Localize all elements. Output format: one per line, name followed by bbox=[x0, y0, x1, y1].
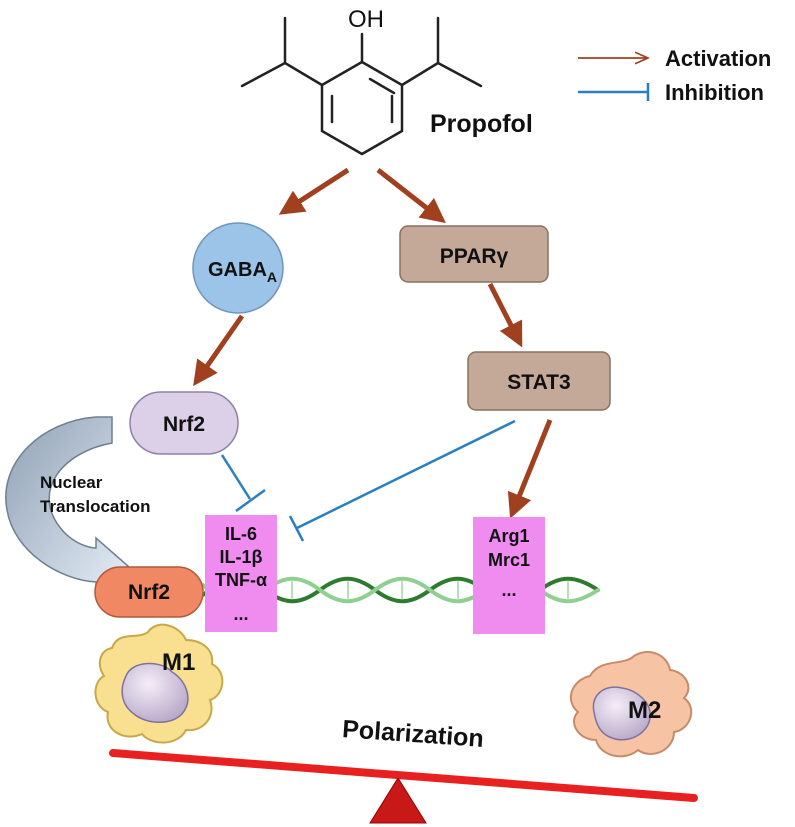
m2-macrophage-cell bbox=[569, 651, 693, 758]
m2-gene: Arg1 bbox=[488, 526, 529, 546]
m1-gene: ... bbox=[233, 604, 248, 624]
inhibition-bar-nrf2 bbox=[235, 488, 266, 513]
activation-legend-label: Activation bbox=[665, 46, 771, 71]
inhibition-stat3-to-m1-genes bbox=[296, 419, 516, 530]
inhibition-bar-stat3 bbox=[288, 515, 305, 542]
m1-gene-box bbox=[205, 515, 277, 632]
nrf2-nucleus-node bbox=[94, 566, 204, 618]
m2-gene-box bbox=[473, 517, 545, 634]
ppar-gamma-node bbox=[399, 225, 549, 283]
m1-gene: TNF-α bbox=[215, 570, 267, 590]
arrow-gaba-to-nrf2 bbox=[193, 314, 245, 387]
activation-arrows bbox=[193, 167, 553, 519]
gaba-a-label: GABAA bbox=[208, 259, 277, 285]
nuclear-translocation-line1: Nuclear bbox=[40, 473, 103, 492]
m2-gene: Mrc1 bbox=[488, 550, 530, 570]
inhibition-legend-label: Inhibition bbox=[665, 80, 764, 105]
stat3-node bbox=[467, 351, 611, 411]
arrow-propofol-to-gaba bbox=[278, 167, 350, 215]
arrow-stat3-to-m2-genes bbox=[507, 419, 553, 519]
m1-label: M1 bbox=[162, 649, 195, 676]
stat3-label: STAT3 bbox=[507, 371, 570, 394]
nuclear-translocation-line2: Translocation bbox=[40, 497, 151, 516]
nrf2-cytoplasm-label: Nrf2 bbox=[163, 413, 205, 436]
balance-beam bbox=[109, 749, 698, 802]
m1-gene: IL-1β bbox=[220, 547, 263, 567]
polarization-label: Polarization bbox=[341, 715, 484, 753]
nrf2-nucleus-label: Nrf2 bbox=[128, 581, 170, 604]
m1-macrophage-cell bbox=[94, 623, 224, 744]
balance-fulcrum bbox=[369, 777, 427, 824]
m1-gene: IL-6 bbox=[225, 524, 257, 544]
inhibition-nrf2-to-m1-genes bbox=[220, 454, 252, 500]
propofol-label: Propofol bbox=[430, 110, 533, 138]
m2-label: M2 bbox=[628, 697, 661, 724]
nrf2-cytoplasm-node bbox=[129, 391, 239, 455]
inhibition-lines bbox=[220, 419, 516, 542]
arrow-propofol-to-ppar bbox=[376, 168, 446, 224]
arrow-ppar-to-stat3 bbox=[487, 282, 523, 348]
ppar-gamma-label: PPARγ bbox=[440, 245, 509, 268]
hydroxyl-label: OH bbox=[348, 6, 384, 33]
gaba-a-receptor-node bbox=[192, 222, 284, 314]
m2-gene-list: Arg1 Mrc1 ... bbox=[488, 526, 530, 600]
m2-gene: ... bbox=[501, 580, 516, 600]
legend: Activation Inhibition bbox=[578, 46, 771, 105]
m1-gene-list: IL-6 IL-1β TNF-α ... bbox=[215, 524, 267, 624]
propofol-structure bbox=[240, 16, 483, 156]
